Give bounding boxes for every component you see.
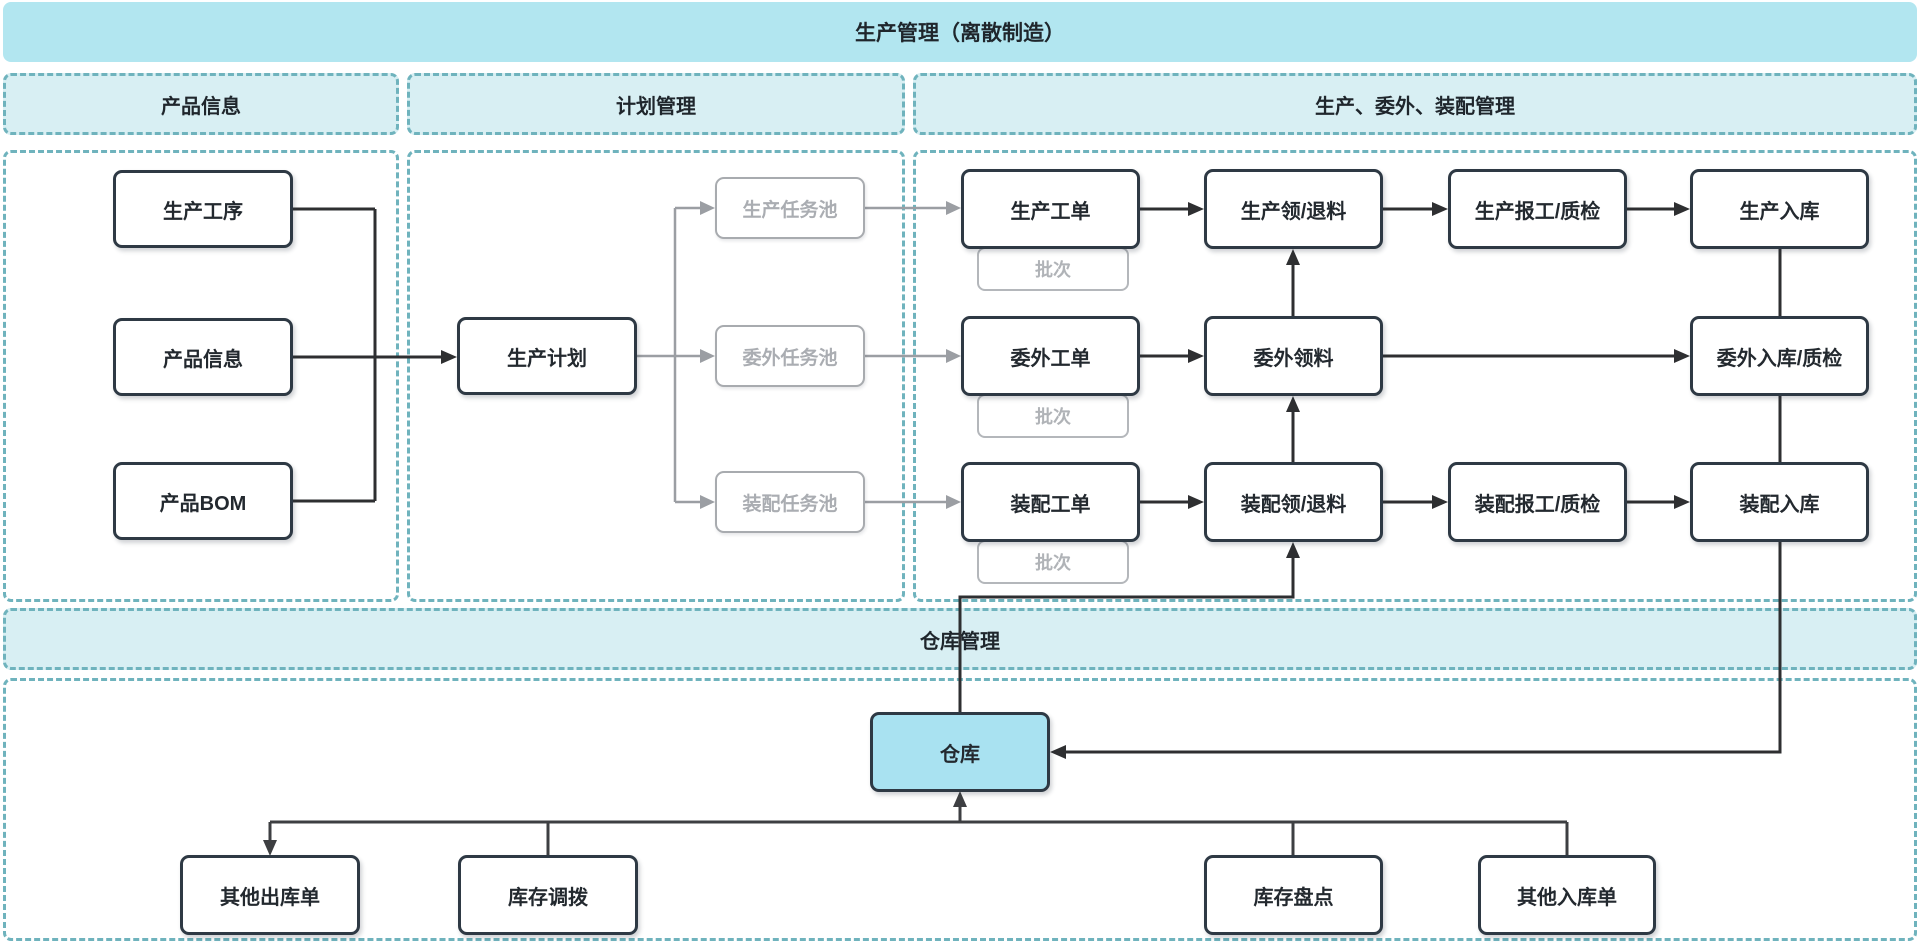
banner-production-management: 生产管理（离散制造） xyxy=(3,2,1917,62)
node-product-bom: 产品BOM xyxy=(113,462,293,540)
node-assembly-task-pool: 装配任务池 xyxy=(715,471,865,533)
node-product-info: 产品信息 xyxy=(113,318,293,396)
node-production-task-pool: 生产任务池 xyxy=(715,177,865,239)
header-plan-management: 计划管理 xyxy=(407,73,905,135)
node-inventory-stocktake: 库存盘点 xyxy=(1204,855,1383,935)
node-assembly-work-order: 装配工单 xyxy=(961,462,1140,542)
node-production-inbound: 生产入库 xyxy=(1690,169,1869,249)
band-warehouse-management: 仓库管理 xyxy=(3,608,1917,670)
node-batch-production: 批次 xyxy=(977,247,1129,291)
header-product-info: 产品信息 xyxy=(3,73,399,135)
node-inventory-transfer: 库存调拨 xyxy=(458,855,638,935)
node-assembly-report-qc: 装配报工/质检 xyxy=(1448,462,1627,542)
header-production-management: 生产、委外、装配管理 xyxy=(913,73,1917,135)
panel-product-info xyxy=(3,150,399,602)
node-outsource-task-pool: 委外任务池 xyxy=(715,325,865,387)
node-assembly-pick-return: 装配领/退料 xyxy=(1204,462,1383,542)
node-other-inbound-order: 其他入库单 xyxy=(1478,855,1656,935)
node-outsource-pick: 委外领料 xyxy=(1204,316,1383,396)
node-production-plan: 生产计划 xyxy=(457,317,637,395)
node-production-work-order: 生产工单 xyxy=(961,169,1140,249)
node-outsource-work-order: 委外工单 xyxy=(961,316,1140,396)
node-other-outbound-order: 其他出库单 xyxy=(180,855,360,935)
node-production-report-qc: 生产报工/质检 xyxy=(1448,169,1627,249)
node-batch-assembly: 批次 xyxy=(977,540,1129,584)
panel-plan-management xyxy=(407,150,905,602)
node-production-pick-return: 生产领/退料 xyxy=(1204,169,1383,249)
node-warehouse: 仓库 xyxy=(870,712,1050,792)
node-batch-outsource: 批次 xyxy=(977,394,1129,438)
node-assembly-inbound: 装配入库 xyxy=(1690,462,1869,542)
node-production-process: 生产工序 xyxy=(113,170,293,248)
node-outsource-inbound-qc: 委外入库/质检 xyxy=(1690,316,1869,396)
